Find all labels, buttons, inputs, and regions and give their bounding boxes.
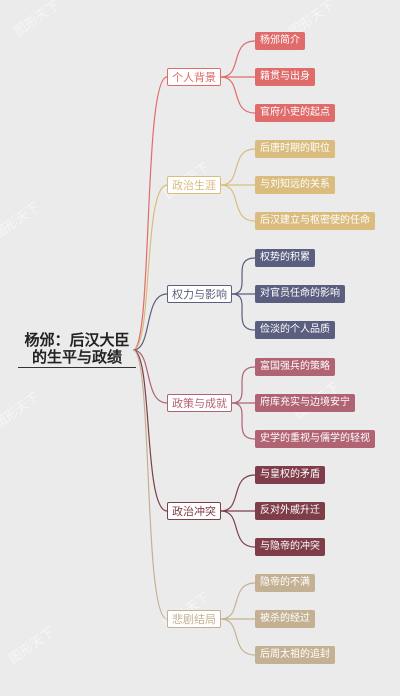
root-topic[interactable]: 杨邠：后汉大臣 的生平与政绩 <box>18 332 136 368</box>
leaf-topic[interactable]: 史学的重视与儒学的轻视 <box>255 430 375 448</box>
branch-leaf-connector <box>220 510 256 548</box>
root-branch-connector <box>132 349 168 512</box>
branch-leaf-connector <box>231 293 256 331</box>
branch-leaf-connector <box>220 76 256 114</box>
branch-topic[interactable]: 权力与影响 <box>167 285 232 303</box>
branch-leaf-connector <box>231 257 256 295</box>
branch-leaf-connector <box>220 474 256 512</box>
branch-topic[interactable]: 政治生涯 <box>167 176 221 194</box>
branch-leaf-connector <box>231 366 256 404</box>
leaf-topic[interactable]: 被杀的经过 <box>255 610 315 628</box>
branch-topic[interactable]: 政治冲突 <box>167 502 221 520</box>
branch-topic[interactable]: 个人背景 <box>167 68 221 86</box>
leaf-topic[interactable]: 反对外戚升迁 <box>255 502 325 520</box>
leaf-topic[interactable]: 籍贯与出身 <box>255 68 315 86</box>
root-branch-connector <box>132 349 168 620</box>
branch-leaf-connector <box>220 148 256 186</box>
leaf-topic[interactable]: 后周太祖的追封 <box>255 646 335 664</box>
leaf-topic[interactable]: 官府小吏的起点 <box>255 104 335 122</box>
leaf-topic[interactable]: 与皇权的矛盾 <box>255 466 325 484</box>
leaf-topic[interactable]: 府库充实与边境安宁 <box>255 394 355 412</box>
root-title-line-2: 的生平与政绩 <box>31 348 122 366</box>
branch-leaf-connector <box>220 618 256 656</box>
leaf-topic[interactable]: 隐帝的不满 <box>255 574 315 592</box>
leaf-topic[interactable]: 后汉建立与枢密使的任命 <box>255 212 375 230</box>
leaf-topic[interactable]: 对官员任命的影响 <box>255 285 345 303</box>
leaf-topic[interactable]: 富国强兵的策略 <box>255 358 335 376</box>
root-title-line-1: 杨邠：后汉大臣 <box>24 331 130 349</box>
root-branch-connector <box>132 184 168 351</box>
branch-topic[interactable]: 政策与成就 <box>167 394 232 412</box>
leaf-topic[interactable]: 俭淡的个人品质 <box>255 321 335 339</box>
leaf-topic[interactable]: 与刘知远的关系 <box>255 176 335 194</box>
branch-leaf-connector <box>220 184 256 222</box>
root-branch-connector <box>132 76 168 351</box>
branch-leaf-connector <box>220 582 256 620</box>
branch-topic[interactable]: 悲剧结局 <box>167 610 221 628</box>
root-branch-connector <box>132 349 168 404</box>
leaf-topic[interactable]: 与隐帝的冲突 <box>255 538 325 556</box>
branch-leaf-connector <box>231 402 256 440</box>
root-branch-connector <box>132 293 168 351</box>
leaf-topic[interactable]: 后唐时期的职位 <box>255 140 335 158</box>
branch-leaf-connector <box>220 40 256 78</box>
leaf-topic[interactable]: 权势的积累 <box>255 249 315 267</box>
leaf-topic[interactable]: 杨邠简介 <box>255 32 305 50</box>
